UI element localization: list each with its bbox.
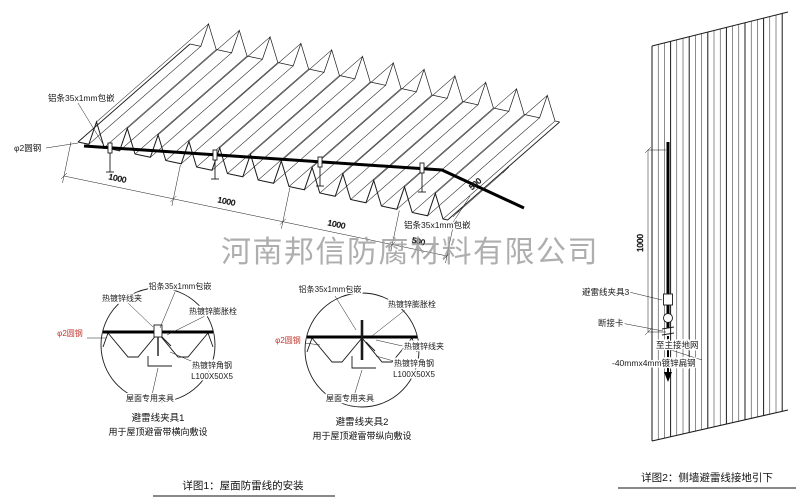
detail1-label-rod: φ2圆钢 bbox=[57, 328, 83, 338]
detail2-label-angle: 热镀锌角钢 bbox=[394, 358, 434, 368]
wire-clamp bbox=[316, 156, 324, 187]
detail1-circle bbox=[100, 287, 216, 403]
wire-clamp bbox=[211, 149, 219, 180]
detail1-label-clip: 热镀锌线夹 bbox=[102, 293, 142, 303]
caption-detail2: 详图2：侧墙避雷线接地引下 bbox=[641, 471, 773, 484]
detail1-subtitle: 用于屋顶避雷带横向敷设 bbox=[108, 426, 207, 437]
detail2-label-strip: 铝条35x1mm包嵌 bbox=[299, 284, 362, 294]
wall-leaders bbox=[620, 291, 703, 361]
wall-label-to-ground-grid: 至主接地网 bbox=[656, 340, 699, 350]
wall-clamp-symbols bbox=[661, 293, 675, 336]
roof-labels: 铝条35x1mm包嵌 φ2圆钢 铝条35x1mm包嵌 bbox=[13, 92, 473, 232]
dim-1000-a: 1000 bbox=[108, 172, 128, 185]
detail2-leaders bbox=[304, 295, 408, 397]
caption-detail1: 详图1：屋面防雷线的安装 bbox=[182, 479, 304, 492]
detail2-label-angle-size: L100X50X5 bbox=[393, 370, 435, 379]
dim-1000-c: 1000 bbox=[327, 218, 347, 231]
detail1-label-angle-size: L100X50X5 bbox=[191, 372, 233, 381]
detail2-subtitle: 用于屋顶避雷带纵向敷设 bbox=[312, 430, 411, 441]
label-aluminium-strip-right: 铝条35x1mm包嵌 bbox=[404, 220, 471, 230]
dim-1000-b: 1000 bbox=[217, 195, 237, 208]
label-round-steel-rod: φ2圆钢 bbox=[14, 143, 41, 153]
wall-dimension: 1000 bbox=[636, 146, 666, 336]
wall-corrugated-siding bbox=[651, 11, 789, 442]
detail-view-1: 热镀锌线夹 铝条35x1mm包嵌 热镀锌膨胀栓 φ2圆钢 热镀锌角钢 L100X… bbox=[56, 280, 239, 438]
wall-dim-1000: 1000 bbox=[636, 234, 645, 252]
detail1-clamp-assembly bbox=[147, 324, 172, 367]
wall-label-clamp3: 避雷线夹具3 bbox=[582, 287, 630, 297]
detail2-label-bolt: 热镀锌膨胀栓 bbox=[388, 299, 436, 309]
detail1-label-fixture: 屋面专用夹具 bbox=[126, 393, 174, 403]
wall-label-flat-steel: -40mmx4mm镀锌扁钢 bbox=[612, 358, 696, 368]
roof-wire-clamps bbox=[106, 142, 426, 193]
detail2-clamp-assembly bbox=[351, 320, 376, 369]
roof-isometric-view: 1000 1000 1000 500 500 铝条35x1mm包嵌 φ2圆钢 铝… bbox=[13, 22, 560, 264]
wall-elevation-view: 1000 避雷线夹具3 断接卡 至主接地网 -40mmx4mm镀锌扁钢 bbox=[581, 11, 789, 442]
dim-500-a: 500 bbox=[411, 236, 426, 248]
detail2-label-rod: φ2圆钢 bbox=[275, 335, 301, 345]
captions: 详图1：屋面防雷线的安装 详图2：侧墙避雷线接地引下 bbox=[153, 471, 796, 497]
detail2-label-clip: 热镀锌线夹 bbox=[404, 341, 444, 351]
detail2-circle bbox=[304, 292, 420, 408]
roof-lightning-wire bbox=[83, 144, 525, 210]
detail-view-2: 铝条35x1mm包嵌 热镀锌膨胀栓 φ2圆钢 热镀锌线夹 热镀锌角钢 L100X… bbox=[274, 283, 446, 442]
detail1-label-strip: 铝条35x1mm包嵌 bbox=[149, 281, 212, 291]
wire-clamp bbox=[418, 162, 426, 193]
wall-label-disconnect-card: 断接卡 bbox=[598, 318, 624, 328]
detail1-label-angle: 热镀锌角钢 bbox=[192, 360, 232, 370]
down-arrow-to-ground bbox=[664, 372, 672, 382]
roof-corrugated-sheet bbox=[77, 22, 560, 221]
detail2-label-fixture: 屋面专用夹具 bbox=[326, 393, 374, 403]
detail1-label-bolt: 热镀锌膨胀栓 bbox=[189, 306, 237, 316]
wire-clamp bbox=[106, 142, 114, 173]
label-aluminium-strip-top: 铝条35x1mm包嵌 bbox=[48, 93, 115, 103]
company-watermark: 河南邦信防腐材料有限公司 bbox=[221, 236, 599, 269]
detail2-title: 避雷线夹具2 bbox=[336, 416, 389, 428]
detail1-title: 避雷线夹具1 bbox=[132, 412, 185, 424]
detail1-leaders bbox=[87, 291, 206, 396]
